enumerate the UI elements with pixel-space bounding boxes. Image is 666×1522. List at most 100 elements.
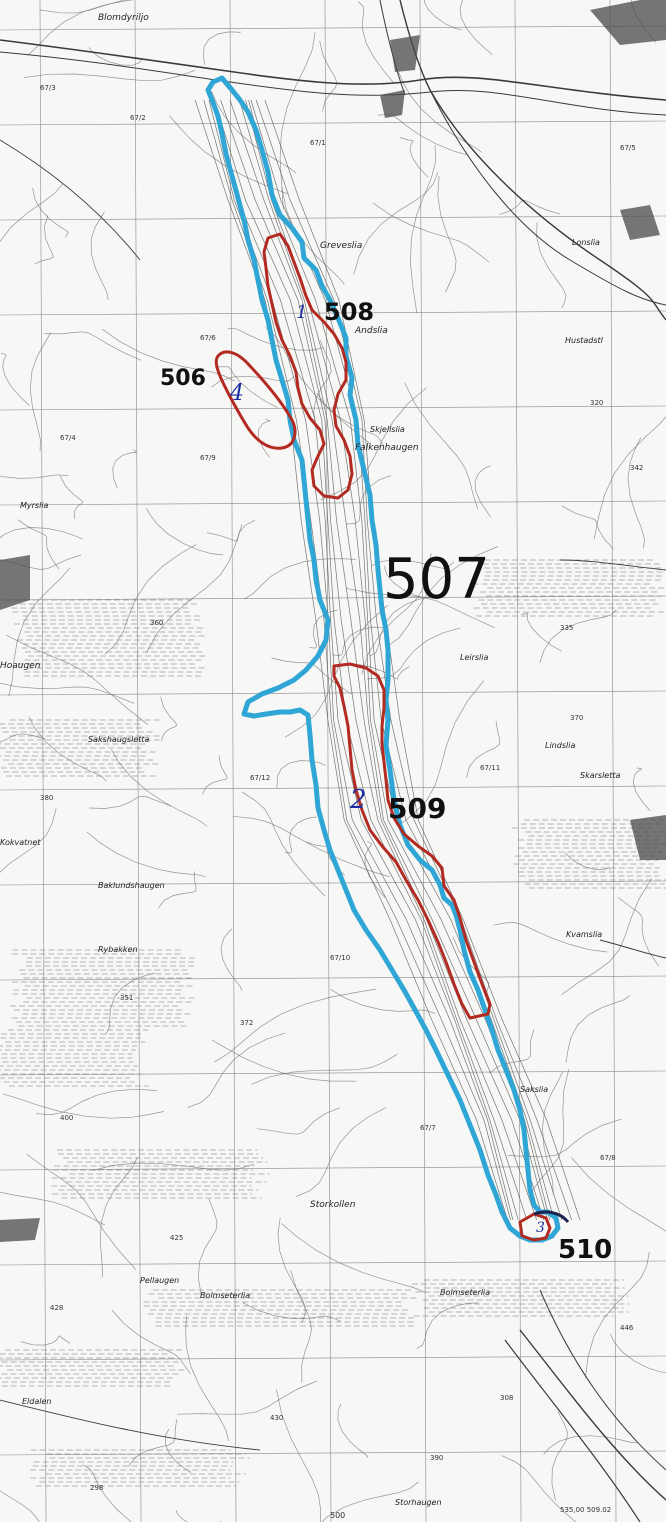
lake: [390, 35, 420, 72]
contour-line: [367, 627, 461, 680]
contour-line: [258, 418, 271, 458]
grid-line: [0, 500, 666, 506]
contour-line: [256, 1107, 340, 1135]
contour-line: [410, 145, 436, 314]
contour-line: [187, 1032, 286, 1108]
label-506: 506: [160, 366, 206, 391]
contour-line: [20, 1335, 71, 1346]
road: [504, 1339, 641, 1522]
elevation-label: 428: [50, 1304, 63, 1312]
mark-3: 3: [536, 1220, 545, 1236]
contour-line: [32, 187, 69, 238]
elevation-label: 67/2: [130, 114, 146, 122]
contour-line: [437, 175, 457, 293]
contour-line: [0, 808, 57, 873]
place-label: Bolmseterlia: [200, 1291, 250, 1300]
road: [0, 139, 141, 261]
contour-line: [242, 1302, 341, 1322]
place-label: Kvamslia: [566, 930, 602, 939]
grid-line: [609, 0, 617, 1522]
contour-line: [146, 508, 224, 556]
contour-line: [255, 99, 573, 1221]
contour-line: [185, 1315, 229, 1442]
label-bottom-left: 500: [330, 1511, 345, 1520]
road: [429, 89, 666, 306]
contour-line: [277, 1217, 306, 1323]
elevation-label: 67/5: [620, 144, 636, 152]
contour-line: [452, 936, 490, 1000]
contour-line: [610, 1333, 666, 1374]
grid-line: [0, 1355, 666, 1361]
contour-line: [358, 664, 410, 680]
contour-line: [501, 1455, 577, 1522]
road: [559, 559, 666, 571]
contour-line: [353, 172, 439, 275]
place-label: Leirslia: [460, 653, 489, 662]
elevation-label: 360: [150, 619, 163, 627]
elevation-labels: 67/367/267/567/167/667/43203423353603803…: [40, 84, 643, 1492]
contour-line: [416, 1302, 479, 1349]
contour-line: [493, 922, 608, 953]
contour-line: [627, 437, 645, 549]
grid-line: [0, 310, 666, 316]
elevation-label: 425: [170, 1234, 183, 1242]
grid-line: [0, 785, 666, 791]
contour-line: [265, 327, 370, 444]
contour-line: [398, 71, 482, 153]
contour-line: [0, 733, 46, 743]
contour-line: [361, 553, 432, 675]
contour-line: [198, 1198, 218, 1296]
contour-line: [331, 626, 385, 657]
label-510: 510: [558, 1235, 612, 1265]
contour-line: [88, 47, 143, 66]
contour-line: [384, 565, 435, 599]
contour-line: [285, 816, 317, 854]
contour-line: [541, 1071, 563, 1195]
contour-line: [466, 721, 501, 779]
road: [399, 0, 666, 321]
label-507: 507: [383, 547, 490, 612]
place-label: Falkenhaugen: [355, 443, 419, 453]
contour-line: [6, 634, 149, 726]
contour-line: [59, 475, 84, 520]
elevation-label: 351: [120, 994, 133, 1002]
area-506-outline: [214, 350, 297, 450]
contour-line: [320, 387, 427, 501]
contour-line: [276, 760, 326, 788]
contour-line: [281, 1223, 426, 1293]
contour-line: [561, 878, 653, 995]
elevation-label: 400: [60, 1114, 73, 1122]
contour-line: [571, 1157, 666, 1232]
contour-line: [202, 31, 241, 65]
place-label: Sakshaugsletta: [88, 735, 149, 744]
elevation-label: 67/7: [420, 1124, 436, 1132]
contour-line: [176, 1510, 222, 1522]
contour-line: [158, 871, 197, 909]
contour-line: [617, 897, 660, 967]
contour-line: [385, 546, 499, 648]
place-label: Pellaugen: [140, 1276, 179, 1285]
elevation-label: 390: [430, 1454, 443, 1462]
contour-line: [357, 1, 395, 84]
contour-line: [36, 1088, 157, 1115]
place-label: Skjellslia: [370, 425, 405, 434]
contour-line: [0, 183, 64, 243]
place-label: Rybakken: [98, 945, 138, 954]
contour-line: [206, 519, 255, 542]
contour-line: [220, 99, 538, 1221]
contour-line: [229, 99, 545, 1221]
contour-line: [565, 995, 630, 1063]
elevation-label: 67/4: [60, 434, 76, 442]
contour-line: [177, 1380, 318, 1415]
elevation-label: 67/3: [40, 84, 56, 92]
dark-patches: [0, 0, 666, 1242]
mark-1: 1: [296, 302, 307, 323]
contour-line: [17, 519, 60, 570]
lake: [590, 0, 666, 45]
contour-line: [8, 567, 71, 697]
grid-line: [0, 1260, 666, 1266]
elevation-label: 335: [560, 624, 573, 632]
contour-line: [112, 449, 137, 489]
